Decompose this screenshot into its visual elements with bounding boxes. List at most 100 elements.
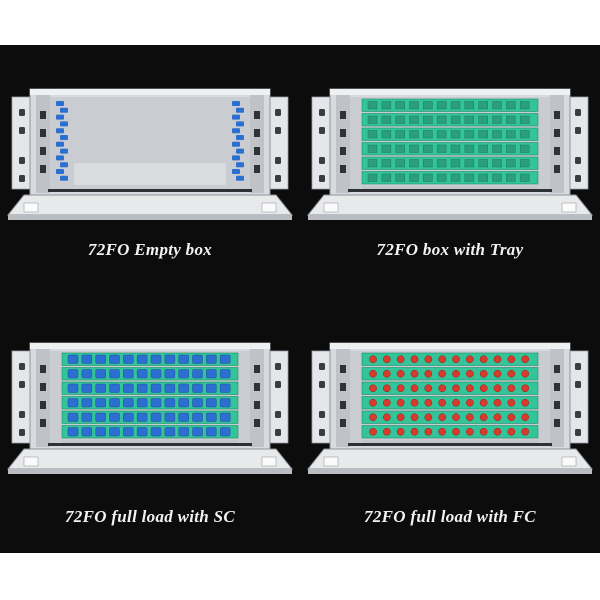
fc-adapter xyxy=(410,413,419,422)
empty-port xyxy=(492,159,502,168)
empty-port xyxy=(409,173,419,182)
fc-adapter xyxy=(465,369,474,378)
sc-adapter xyxy=(109,383,120,393)
fc-adapter xyxy=(452,413,460,422)
sc-adapter xyxy=(206,427,217,437)
side-adapter xyxy=(236,175,244,181)
side-adapter xyxy=(56,169,64,174)
sc-adapter xyxy=(219,383,231,393)
sc-adapter xyxy=(95,383,106,393)
sc-adapter xyxy=(136,427,148,437)
side-wall-right xyxy=(250,95,264,193)
empty-port xyxy=(381,101,392,110)
sc-adapter xyxy=(136,383,148,393)
empty-port xyxy=(450,173,461,182)
screw-hole xyxy=(19,127,25,134)
fc-adapter xyxy=(396,413,405,422)
empty-port xyxy=(450,159,461,168)
empty-port xyxy=(381,144,392,153)
empty-port xyxy=(492,130,502,139)
fc-box-photo xyxy=(306,342,594,474)
empty-port xyxy=(519,115,530,124)
sc-adapter xyxy=(206,412,217,422)
panel-empty-box: 72FO Empty box xyxy=(0,45,300,299)
screw-hole xyxy=(575,429,581,436)
side-adapter xyxy=(236,162,244,168)
fc-adapter xyxy=(369,398,377,407)
sc-adapter xyxy=(219,354,231,364)
splice-tray xyxy=(361,381,539,395)
cable-entry-hole xyxy=(340,365,346,373)
panel-caption: 72FO box with Tray xyxy=(376,240,524,259)
empty-port xyxy=(519,173,530,182)
sc-adapter xyxy=(192,427,203,437)
screw-hole xyxy=(19,381,25,388)
sc-adapter xyxy=(123,383,134,393)
empty-port xyxy=(464,115,475,124)
cable-entry-hole xyxy=(340,165,346,173)
cable-entry-hole xyxy=(340,419,346,427)
sc-adapter xyxy=(67,412,79,422)
cable-entry-hole xyxy=(254,111,260,119)
side-wall-left xyxy=(336,95,350,193)
lower-rail xyxy=(48,443,252,446)
sc-adapter xyxy=(164,383,176,393)
sc-adapter xyxy=(192,354,203,364)
fc-adapter xyxy=(479,413,488,422)
empty-port xyxy=(395,115,405,124)
empty-port xyxy=(381,130,392,139)
fc-adapter xyxy=(438,369,447,378)
screw-hole xyxy=(319,429,325,436)
screw-hole xyxy=(319,363,325,370)
fc-adapter xyxy=(507,384,516,393)
side-adapter xyxy=(232,101,240,106)
empty-port xyxy=(464,173,475,182)
fc-adapter xyxy=(465,413,474,422)
sc-adapter xyxy=(109,369,120,379)
front-panel-open xyxy=(306,194,594,216)
empty-port xyxy=(423,144,433,153)
side-adapter xyxy=(232,141,240,147)
sc-adapter xyxy=(109,354,120,364)
cable-entry-hole xyxy=(340,383,346,391)
screw-hole xyxy=(575,157,581,164)
side-adapter xyxy=(56,101,64,106)
sc-adapter xyxy=(192,383,203,393)
cable-entry-hole xyxy=(40,165,46,173)
sc-adapter xyxy=(109,398,120,408)
empty-port xyxy=(506,173,516,182)
fc-adapter xyxy=(465,384,474,393)
sc-adapter xyxy=(164,369,176,379)
fc-adapter xyxy=(369,384,377,393)
sc-adapter xyxy=(95,398,106,408)
side-adapter xyxy=(232,114,240,120)
lower-rail xyxy=(348,443,552,446)
panel-latch-right xyxy=(561,456,577,467)
fc-adapter xyxy=(410,369,419,378)
sc-adapter xyxy=(206,398,217,408)
empty-port xyxy=(506,101,516,110)
empty-port xyxy=(367,173,378,182)
side-adapter xyxy=(236,148,244,154)
fc-adapter xyxy=(410,384,419,393)
fc-adapter xyxy=(438,398,447,407)
side-adapter xyxy=(56,128,64,134)
cable-entry-hole xyxy=(554,147,560,155)
sc-adapter xyxy=(67,354,79,364)
fc-adapter xyxy=(424,384,433,393)
sc-adapter xyxy=(123,427,134,437)
screw-hole xyxy=(319,175,325,182)
panel-latch-right xyxy=(561,202,577,213)
empty-port xyxy=(464,130,475,139)
side-adapter xyxy=(56,141,64,147)
side-wall-right xyxy=(250,349,264,447)
fc-adapter xyxy=(396,355,405,364)
fc-adapter xyxy=(479,427,488,436)
sc-adapter xyxy=(136,412,148,422)
fc-adapter xyxy=(424,427,433,436)
panel-box-with-tray: 72FO box with Tray xyxy=(300,45,600,299)
side-wall-left xyxy=(36,95,50,193)
sc-adapter xyxy=(123,398,134,408)
empty-port xyxy=(436,115,447,124)
cable-entry-hole xyxy=(254,365,260,373)
